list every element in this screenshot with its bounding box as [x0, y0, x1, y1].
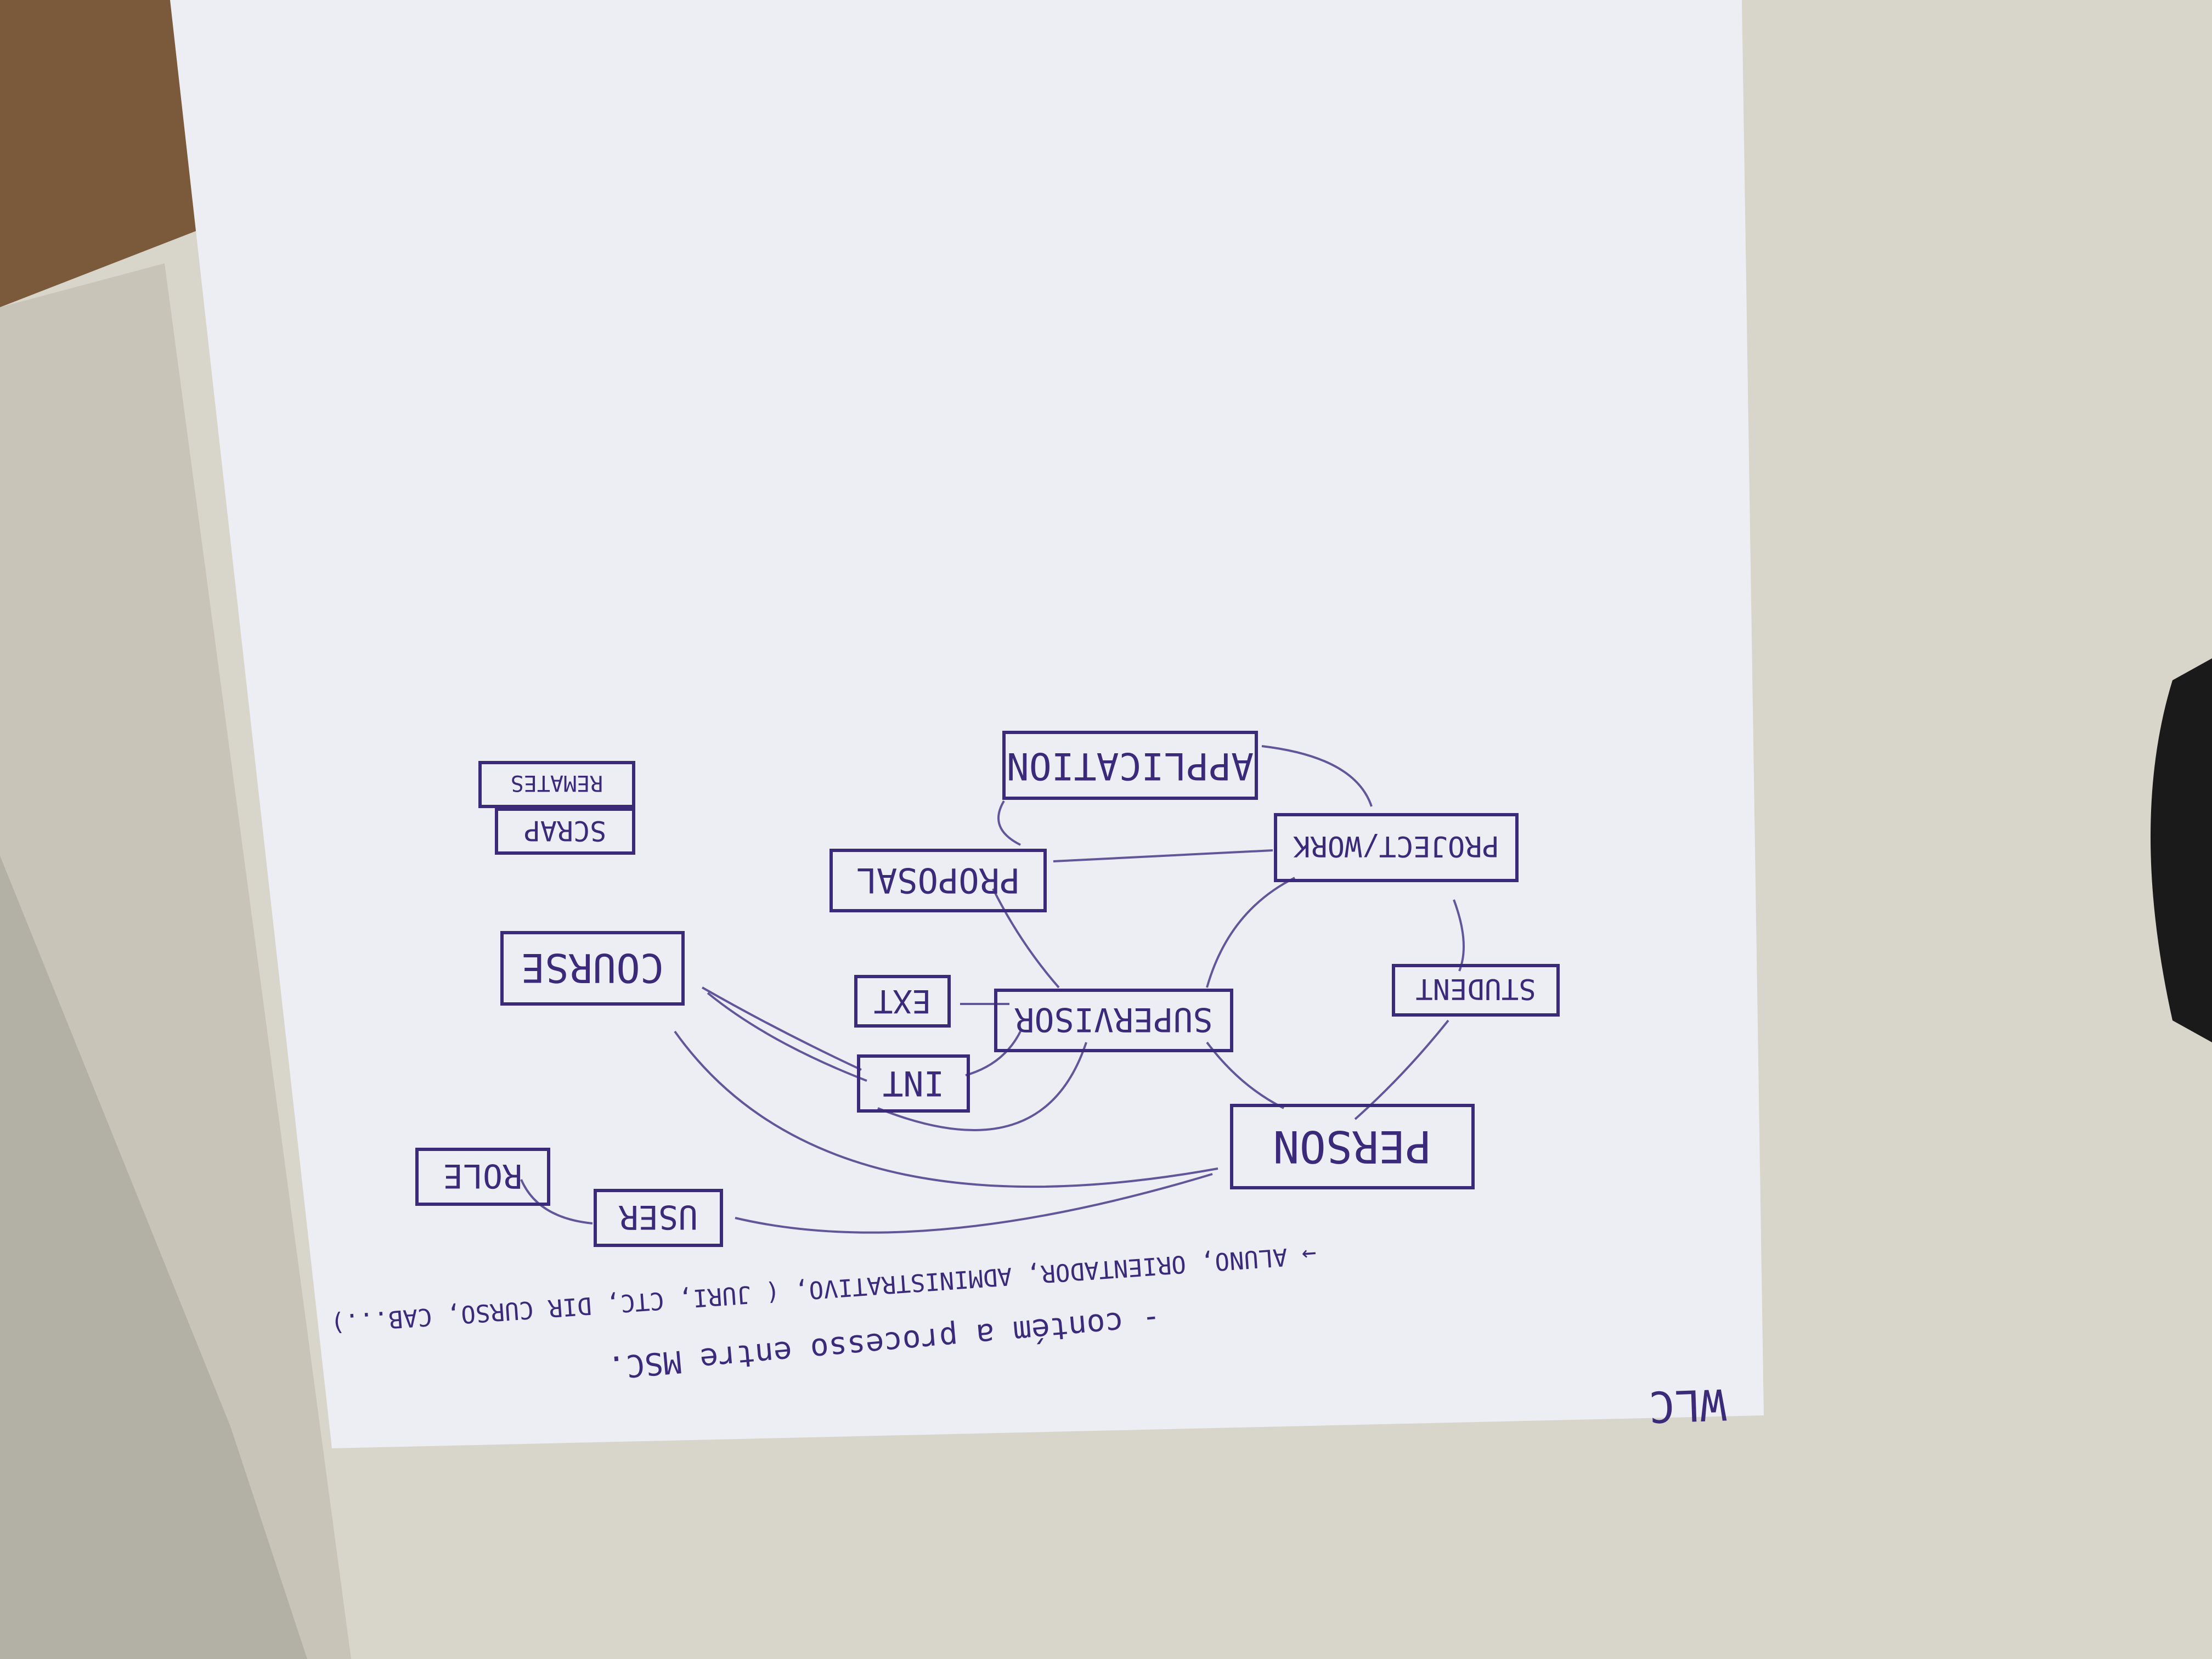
notes-title: WLC [1648, 1379, 1727, 1431]
node-remates-label: REMATES [511, 770, 603, 795]
node-user-label: USER [618, 1198, 698, 1236]
node-person: PERSON [1230, 1104, 1475, 1189]
node-int-label: INT [883, 1063, 944, 1103]
node-ext: EXT [854, 975, 951, 1028]
desk-shadow [0, 856, 307, 1659]
diagram-boxes: APPLICATION PROPOSAL PROJECT/WORK COURSE… [415, 731, 1560, 1247]
node-int: INT [857, 1054, 970, 1113]
node-scrap-label: SCRAP [524, 815, 607, 847]
link-supervisor-person [1206, 1041, 1284, 1109]
link-application-project [1261, 745, 1373, 807]
node-course: COURSE [500, 931, 685, 1006]
link-student-person [1354, 1019, 1449, 1120]
paper-sheet [170, 0, 1764, 1448]
link-project-supervisor [1206, 877, 1295, 988]
node-proposal-label: PROPOSAL [856, 860, 1020, 900]
node-student-label: STUDENT [1415, 972, 1536, 1005]
left-wall [0, 0, 230, 307]
link-supervisor-int [965, 1031, 1022, 1076]
node-scrap: SCRAP [495, 808, 635, 855]
link-role-user [520, 1179, 593, 1224]
node-course-label: COURSE [521, 945, 664, 991]
node-proposal: PROPOSAL [830, 849, 1047, 912]
link-course-person [674, 1030, 1218, 1188]
node-supervisor-label: SUPERVISOR [1014, 1000, 1213, 1039]
node-supervisor: SUPERVISOR [994, 989, 1233, 1052]
node-role-label: ROLE [443, 1156, 523, 1195]
link-int-course-a [702, 986, 862, 1071]
node-remates: REMATES [478, 761, 635, 808]
link-supervisor-int-curve [877, 1042, 1087, 1131]
node-person-label: PERSON [1273, 1121, 1432, 1172]
link-supervisor-proposal [992, 888, 1060, 989]
node-project: PROJECT/WORK [1274, 813, 1519, 882]
node-application: APPLICATION [1002, 731, 1258, 800]
link-user-person [735, 1173, 1213, 1234]
node-ext-label: EXT [874, 983, 932, 1020]
node-role: ROLE [415, 1148, 550, 1206]
dark-object [2151, 658, 2212, 1042]
node-project-label: PROJECT/WORK [1293, 830, 1499, 862]
node-application-label: APPLICATION [1007, 744, 1254, 787]
link-proposal-application [997, 800, 1021, 846]
link-proposal-project [1053, 849, 1273, 862]
node-user: USER [594, 1189, 723, 1247]
link-int-course-b [707, 992, 867, 1082]
node-student: STUDENT [1392, 964, 1560, 1017]
